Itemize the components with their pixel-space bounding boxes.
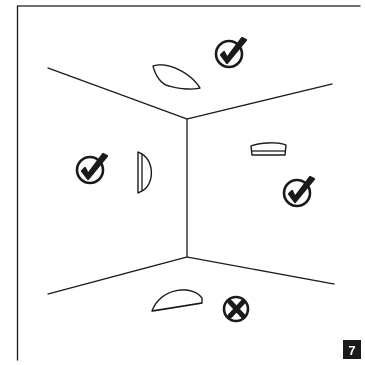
device-ceiling <box>152 64 201 90</box>
room-corner <box>47 67 335 295</box>
placement-right-wall <box>250 142 316 208</box>
device-floor <box>151 289 203 312</box>
floor-left-edge <box>47 256 188 295</box>
device-left-wall <box>137 151 153 194</box>
floor-right-edge <box>186 256 335 285</box>
frame <box>16 5 361 361</box>
step-number: 7 <box>348 343 355 358</box>
device-right-wall <box>250 142 287 156</box>
placement-left-wall <box>75 151 153 194</box>
check-circle-icon <box>282 175 316 208</box>
ceiling-left-edge <box>47 67 188 120</box>
step-number-badge: 7 <box>343 340 361 359</box>
placement-ceiling <box>152 36 248 90</box>
cross-circle-icon <box>222 295 250 323</box>
placement-floor <box>151 289 250 323</box>
ceiling-right-edge <box>186 83 333 120</box>
check-circle-icon <box>214 36 248 69</box>
check-circle-icon <box>75 152 109 185</box>
